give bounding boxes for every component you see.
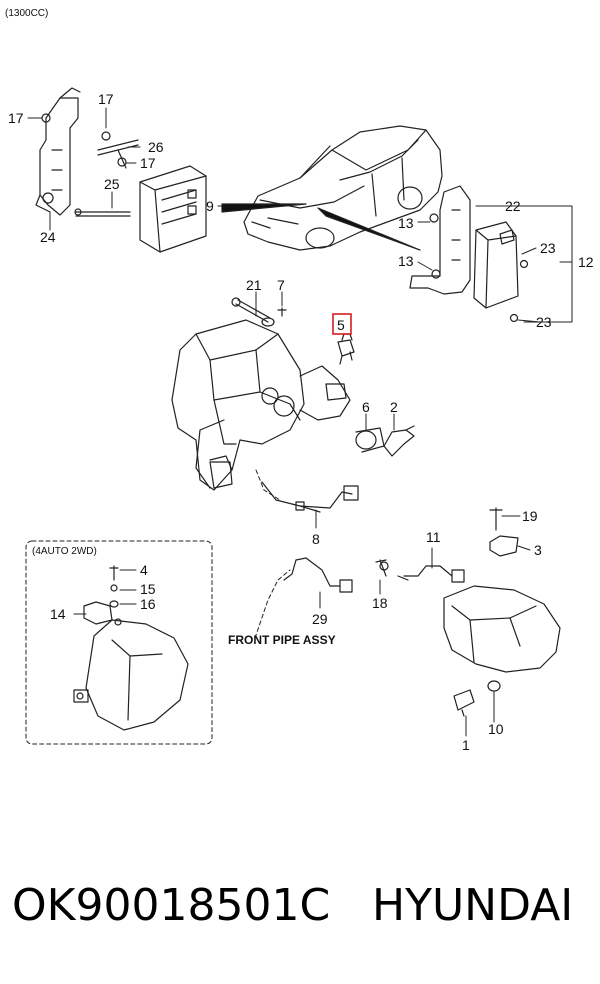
callout-26: 26 (148, 139, 164, 155)
callout-4: 4 (140, 562, 148, 578)
callout-6: 6 (362, 399, 370, 415)
bracket-3 (489, 535, 519, 557)
callout-16: 16 (140, 596, 156, 612)
pointer-to-9 (221, 203, 307, 213)
callout-11: 11 (426, 529, 441, 545)
callout-10: 10 (488, 721, 504, 737)
callout-5: 5 (337, 317, 345, 333)
callout-2: 2 (390, 399, 398, 415)
part-number: OK90018501C (12, 880, 331, 931)
highlight-box (332, 313, 352, 335)
bolt-18 (375, 559, 387, 577)
bolt-19 (489, 507, 503, 531)
harness-11 (379, 561, 465, 583)
inset-frame (25, 540, 213, 745)
callout-8: 8 (312, 531, 320, 547)
callout-7: 7 (277, 277, 285, 293)
callout-17: 17 (8, 110, 24, 126)
sensor-5 (337, 333, 355, 365)
ecu-module (139, 165, 207, 253)
front-pipe-label: FRONT PIPE ASSY (228, 633, 336, 647)
inset-title: (4AUTO 2WD) (32, 546, 97, 557)
engine-block (171, 319, 351, 491)
oxygen-sensor-8 (261, 481, 359, 513)
callout-14: 14 (50, 606, 66, 622)
callout-1: 1 (462, 737, 470, 753)
callout-17: 17 (98, 91, 114, 107)
variant-label: (1300CC) (5, 8, 48, 19)
bolts-21-7 (231, 297, 287, 327)
callout-12: 12 (578, 254, 594, 270)
sensor-1 (453, 689, 475, 717)
ecu-rods (41, 113, 139, 217)
callout-9: 9 (206, 198, 214, 214)
vehicle-illustration (243, 125, 443, 251)
callout-15: 15 (140, 581, 156, 597)
transmission (443, 585, 561, 673)
ecu-bracket (35, 87, 81, 216)
washer-10 (487, 680, 501, 692)
callout-18: 18 (372, 595, 388, 611)
tcu-bracket (409, 185, 471, 295)
inset-bolts-4-15-16 (109, 565, 119, 608)
callout-13: 13 (398, 253, 414, 269)
callout-24: 24 (40, 229, 56, 245)
sensor-2 (383, 425, 415, 457)
oxygen-sensor-29 (295, 557, 341, 587)
callout-25: 25 (104, 176, 120, 192)
callout-17: 17 (140, 155, 156, 171)
sensor-6 (355, 427, 385, 453)
callout-22: 22 (505, 198, 521, 214)
leader-lines (27, 107, 573, 737)
brand-name: HYUNDAI (372, 880, 574, 931)
callout-23: 23 (540, 240, 556, 256)
callout-19: 19 (522, 508, 538, 524)
inset-sensor-14 (83, 601, 122, 626)
callout-29: 29 (312, 611, 328, 627)
pointer-to-12 (317, 207, 421, 251)
callout-23: 23 (536, 314, 552, 330)
callout-21: 21 (246, 277, 262, 293)
callout-13: 13 (398, 215, 414, 231)
inset-transmission (73, 619, 189, 731)
callout-3: 3 (534, 542, 542, 558)
footer: OK90018501C HYUNDAI (0, 880, 600, 950)
tcu-module (473, 221, 529, 323)
